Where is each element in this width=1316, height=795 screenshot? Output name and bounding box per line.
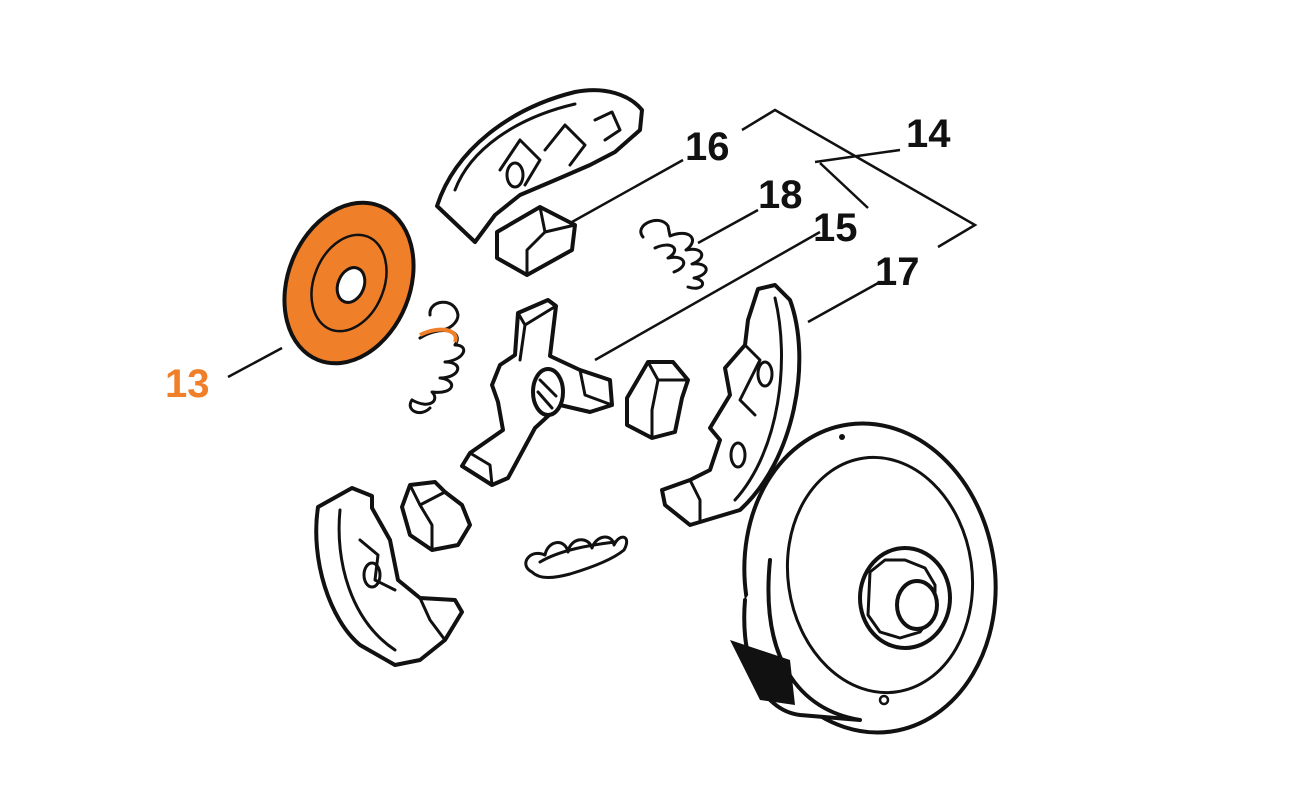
label-part-15: 15	[813, 206, 858, 250]
leader-lines	[227, 108, 978, 379]
clutch-drum	[730, 421, 998, 735]
clutch-shoe-top	[435, 88, 644, 244]
washer-part-13[interactable]	[261, 183, 436, 383]
clutch-shoe-part-17	[660, 283, 802, 527]
friction-pad-right	[625, 360, 690, 440]
label-part-16: 16	[685, 125, 730, 169]
label-part-14: 14	[906, 112, 951, 156]
friction-pad-16	[495, 205, 577, 277]
part-labels: 13 14 15 16 17 18	[165, 112, 951, 406]
label-part-18: 18	[758, 173, 803, 217]
clutch-shoe-bottom	[314, 486, 464, 667]
spring-bottom	[524, 535, 629, 579]
spring-part-18	[639, 219, 708, 290]
label-part-17: 17	[875, 250, 920, 294]
spring-left	[408, 300, 466, 414]
label-part-13: 13	[165, 362, 210, 406]
friction-pad-bottom	[400, 480, 472, 552]
clutch-hub	[460, 298, 614, 487]
